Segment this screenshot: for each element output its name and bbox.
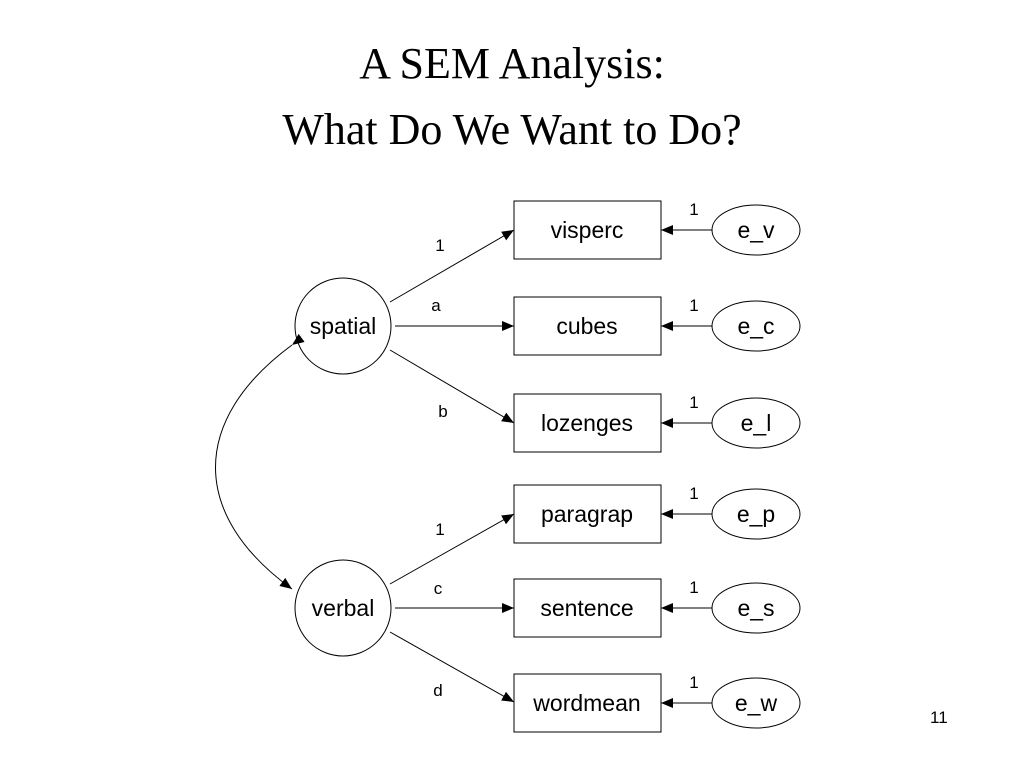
- covariance-arc: [215, 333, 305, 590]
- loading-label-wordmean: d: [433, 681, 442, 700]
- observed-wordmean-box: [513, 673, 662, 733]
- error-e-l-node: [711, 397, 801, 449]
- error-e-p-node: [711, 488, 801, 540]
- slide-page-number: 11: [930, 708, 948, 727]
- latent-spatial-label: spatial: [310, 313, 376, 339]
- path-verbal-paragrap: [389, 513, 515, 585]
- error-weight-paragrap: 1: [689, 484, 698, 503]
- slide-title-line-2: What Do We Want to Do?: [282, 105, 742, 154]
- error-e-s-label: e_s: [737, 595, 774, 621]
- latent-verbal-label: verbal: [312, 595, 375, 621]
- path-spatial-visperc: [389, 229, 515, 303]
- observed-wordmean-label: wordmean: [532, 690, 640, 716]
- loading-label-visperc: 1: [435, 236, 444, 255]
- error-e-l-label: e_l: [741, 410, 772, 436]
- latent-verbal-node: [294, 559, 392, 657]
- observed-sentence-box: [513, 578, 662, 638]
- error-e-c-label: e_c: [737, 313, 774, 339]
- observed-paragrap-label: paragrap: [541, 501, 633, 527]
- loading-label-lozenges: b: [438, 402, 447, 421]
- error-weight-lozenges: 1: [689, 393, 698, 412]
- error-e-w-label: e_w: [735, 690, 778, 716]
- error-weight-cubes: 1: [689, 296, 698, 315]
- observed-visperc-label: visperc: [551, 217, 624, 243]
- error-weight-sentence: 1: [689, 578, 698, 597]
- loading-label-sentence: c: [434, 579, 443, 598]
- error-weight-wordmean: 1: [689, 673, 698, 692]
- path-spatial-lozenges: [389, 349, 515, 424]
- latent-spatial-node: [294, 277, 392, 375]
- observed-lozenges-label: lozenges: [541, 410, 633, 436]
- error-e-v-label: e_v: [737, 217, 775, 243]
- error-e-w-node: [711, 677, 801, 729]
- observed-sentence-label: sentence: [540, 595, 633, 621]
- observed-cubes-label: cubes: [556, 313, 617, 339]
- slide-title-line-1: A SEM Analysis:: [359, 39, 665, 88]
- error-e-s-node: [711, 582, 801, 634]
- error-e-p-label: e_p: [737, 501, 775, 527]
- error-e-v-node: [711, 204, 801, 256]
- observed-lozenges-box: [513, 393, 662, 453]
- error-weight-visperc: 1: [689, 200, 698, 219]
- loading-label-paragrap: 1: [435, 520, 444, 539]
- loading-label-cubes: a: [431, 296, 441, 315]
- error-e-c-node: [711, 300, 801, 352]
- path-verbal-wordmean: [389, 631, 515, 703]
